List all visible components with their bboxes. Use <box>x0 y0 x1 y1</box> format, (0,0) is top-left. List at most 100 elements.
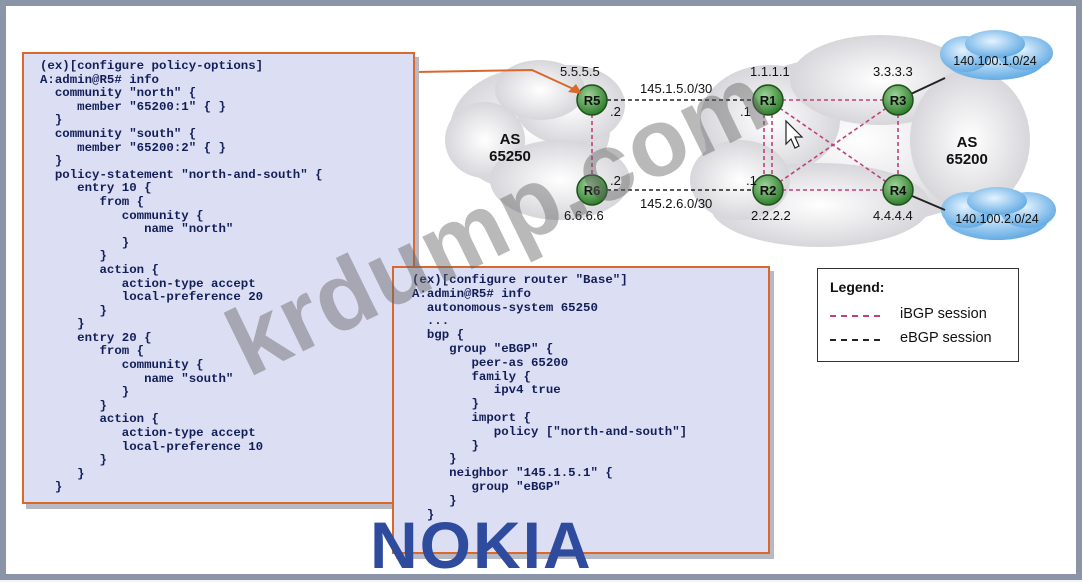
r6-interface-label: .2 <box>610 173 621 188</box>
config-line: neighbor "145.1.5.1" { <box>449 466 613 481</box>
config-line: } <box>449 452 457 467</box>
config-line: name "south" <box>144 371 234 386</box>
config-line: member "65200:2" { } <box>77 140 226 155</box>
router-r1[interactable]: R1 <box>752 84 784 116</box>
config-line: action-type accept <box>121 276 256 291</box>
config-line: from { <box>99 194 145 209</box>
config-line: } <box>449 493 457 508</box>
legend-ibgp-label: iBGP session <box>900 306 987 322</box>
config-line: (ex)[configure router "Base"] <box>412 273 628 287</box>
router-r4-address: 4.4.4.4 <box>873 208 913 223</box>
router-id: R3 <box>890 93 907 108</box>
legend: Legend: iBGP session eBGP session <box>817 268 1019 362</box>
router-r4[interactable]: R4 <box>882 174 914 206</box>
legend-ebgp-row: eBGP session <box>830 329 1015 349</box>
router-id: R1 <box>760 93 777 108</box>
router-r3-address: 3.3.3.3 <box>873 64 913 79</box>
config-line: } <box>121 385 130 400</box>
config-line: community { <box>121 358 204 373</box>
config-line: group "eBGP" <box>471 479 561 494</box>
router-id: R6 <box>584 183 601 198</box>
config-line: family { <box>471 369 531 384</box>
config-line: from { <box>99 344 145 359</box>
config-line: } <box>121 235 130 250</box>
config-line: local-preference 10 <box>121 439 264 454</box>
config-line: ... <box>426 314 450 329</box>
config-line: A:admin@R5# info <box>40 72 159 87</box>
config-line: name "north" <box>144 222 234 237</box>
config-line: } <box>426 507 435 522</box>
router-r5[interactable]: R5 <box>576 84 608 116</box>
prefix-label-1: 140.100.1.0/24 <box>953 54 1036 68</box>
config-line: } <box>471 397 479 412</box>
router-r1-address: 1.1.1.1 <box>750 64 790 79</box>
r1-interface-label: .1 <box>740 104 751 119</box>
r5-interface-label: .2 <box>610 104 621 119</box>
prefix-cloud-1 <box>940 30 1053 80</box>
prefix-cloud-2 <box>941 187 1056 240</box>
config-line: A:admin@R5# info <box>412 286 531 301</box>
config-line: policy ["north-and-south"] <box>493 424 688 439</box>
as-left-label: AS <box>500 131 521 148</box>
config-line: ipv4 true <box>493 383 561 398</box>
config-line: } <box>77 466 85 481</box>
config-line: } <box>54 113 63 128</box>
network-topology-diagram: R5 R1 R3 R6 R2 R4 5.5.5.5 1.1.1.1 3.3.3.… <box>445 30 1056 247</box>
config-line: } <box>99 303 107 318</box>
r2-interface-label: .1 <box>746 173 757 188</box>
config-line: member "65200:1" { } <box>77 99 226 114</box>
pointer-arrow <box>415 68 582 94</box>
config-line: entry 20 { <box>77 330 152 345</box>
router-r2[interactable]: R2 <box>752 174 784 206</box>
router-r6[interactable]: R6 <box>576 174 608 206</box>
config-line: community "north" { <box>54 86 197 101</box>
config-line: } <box>99 453 107 468</box>
ebgp-line-swatch <box>830 339 880 341</box>
router-id: R2 <box>760 183 777 198</box>
as-right-label: AS <box>957 134 978 151</box>
legend-ibgp-row: iBGP session <box>830 305 1015 325</box>
config-line: autonomous-system 65250 <box>426 300 598 315</box>
router-r3[interactable]: R3 <box>882 84 914 116</box>
bottom-subnet-label: 145.2.6.0/30 <box>640 196 712 211</box>
config-line: action { <box>99 262 159 277</box>
router-id: R5 <box>584 93 601 108</box>
policy-options-config-panel: (ex)[configure policy-options] A:admin@R… <box>22 52 415 504</box>
mouse-cursor-icon <box>785 119 804 149</box>
as-right-number: 65200 <box>946 151 988 168</box>
config-line: group "eBGP" { <box>449 341 554 356</box>
router-r6-address: 6.6.6.6 <box>564 208 604 223</box>
router-r5-address: 5.5.5.5 <box>560 64 600 79</box>
config-line: policy-statement "north-and-south" { <box>54 167 323 182</box>
config-line: peer-as 65200 <box>471 355 569 370</box>
prefix-label-2: 140.100.2.0/24 <box>955 212 1038 226</box>
router-r2-address: 2.2.2.2 <box>751 208 791 223</box>
config-line: import { <box>471 410 531 425</box>
config-line: } <box>471 438 479 453</box>
config-line: action-type accept <box>121 426 256 441</box>
nokia-logo: NOKIA <box>370 508 593 582</box>
config-line: } <box>77 317 85 332</box>
config-line: community "south" { <box>54 126 197 141</box>
config-line: } <box>99 398 107 413</box>
router-base-config-panel: (ex)[configure router "Base"] A:admin@R5… <box>392 266 770 554</box>
router-config-text: (ex)[configure router "Base"] A:admin@R5… <box>412 273 768 522</box>
config-line: community { <box>121 208 204 223</box>
policy-config-text: (ex)[configure policy-options] A:admin@R… <box>40 59 413 495</box>
top-subnet-label: 145.1.5.0/30 <box>640 81 712 96</box>
as-left-number: 65250 <box>489 148 531 165</box>
config-line: bgp { <box>426 328 465 343</box>
config-line: } <box>99 249 107 264</box>
router-id: R4 <box>890 183 907 198</box>
config-line: action { <box>99 412 159 427</box>
config-line: entry 10 { <box>77 181 152 196</box>
legend-ebgp-label: eBGP session <box>900 330 992 346</box>
config-line: } <box>54 480 63 495</box>
legend-title: Legend: <box>830 279 885 295</box>
as-65200-cloud <box>690 35 1030 247</box>
ibgp-line-swatch <box>830 315 880 317</box>
config-line: } <box>54 154 63 169</box>
config-line: local-preference 20 <box>121 290 264 305</box>
config-line: (ex)[configure policy-options] <box>40 59 264 73</box>
